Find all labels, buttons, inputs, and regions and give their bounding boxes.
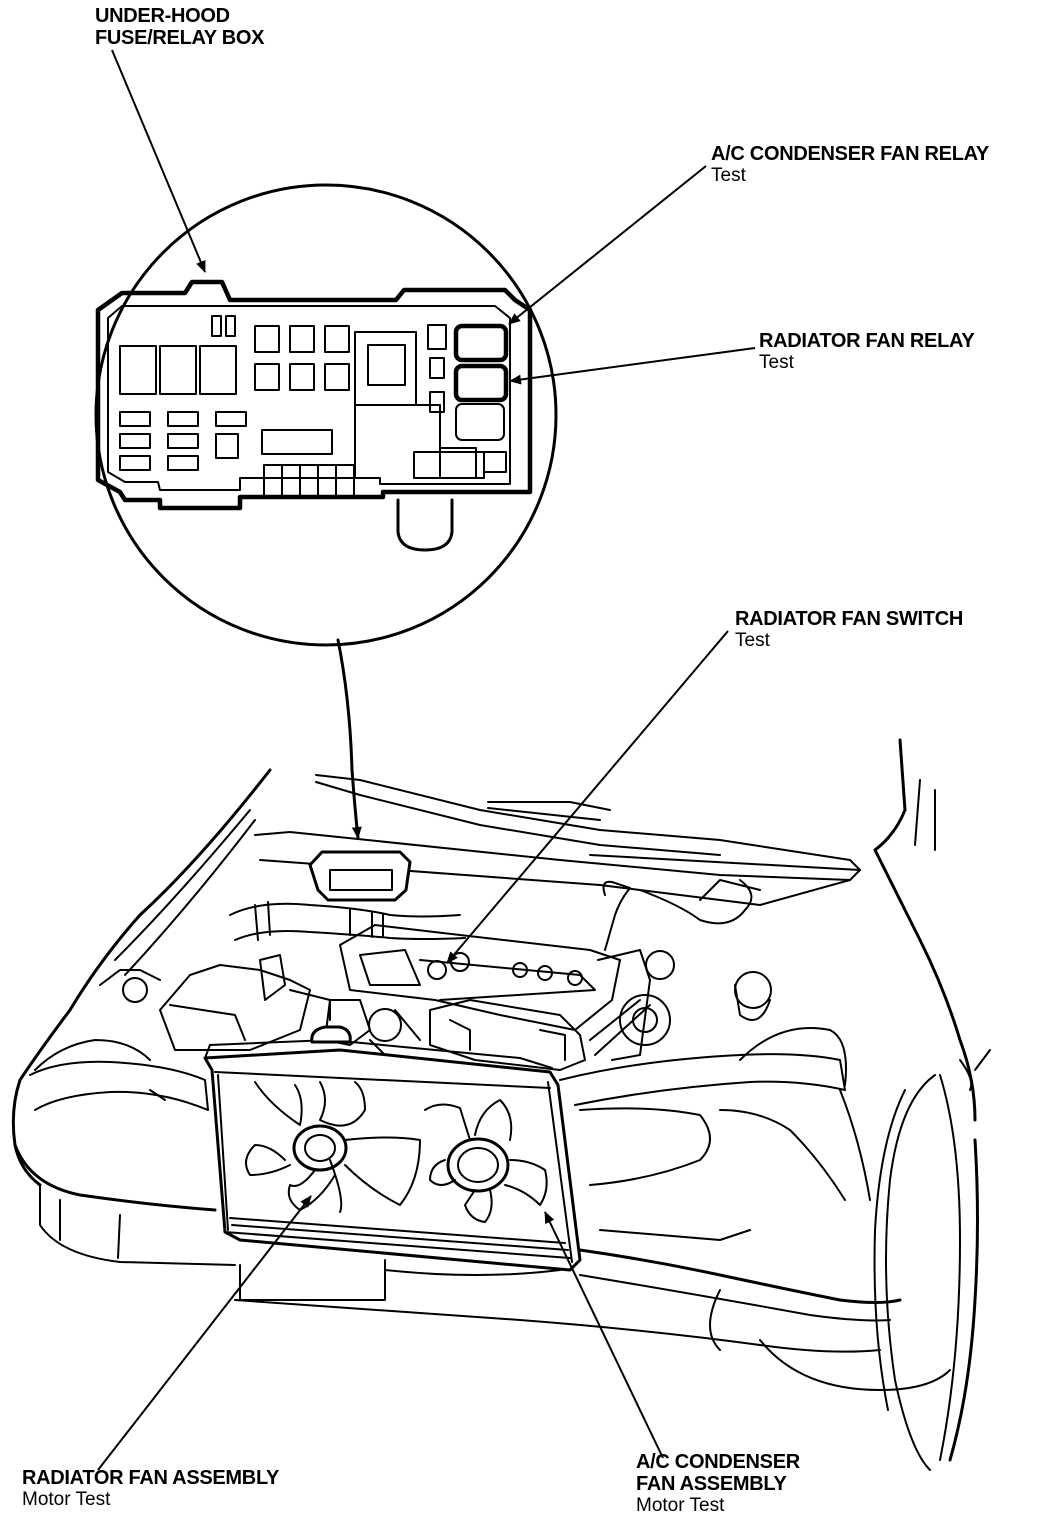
car-front-illustration bbox=[11, 738, 991, 1471]
label-subtitle: Test bbox=[735, 630, 770, 651]
label-subtitle: Motor Test bbox=[22, 1489, 111, 1510]
leader-rad-fan bbox=[97, 1195, 312, 1471]
connector-tab bbox=[396, 498, 454, 552]
label-line-2: FAN ASSEMBLY bbox=[636, 1473, 787, 1495]
fuse-box-outline bbox=[95, 279, 533, 511]
label-radiator-fan-assembly: RADIATOR FAN ASSEMBLY Motor Test bbox=[22, 1467, 279, 1511]
label-subtitle: Motor Test bbox=[636, 1495, 725, 1516]
label-title: A/C CONDENSER FAN RELAY bbox=[711, 143, 989, 165]
label-subtitle: Test bbox=[711, 165, 746, 186]
label-radiator-fan-switch: RADIATOR FAN SWITCH Test bbox=[735, 608, 963, 652]
leader-fuse-box bbox=[111, 49, 206, 273]
magnifier-pointer bbox=[336, 638, 362, 840]
fuse-relay-box-magnifier bbox=[94, 183, 558, 647]
radiator-fan bbox=[245, 1081, 421, 1213]
leader-lines bbox=[97, 49, 756, 1471]
ac-condenser-fan bbox=[424, 1099, 548, 1223]
label-radiator-fan-relay: RADIATOR FAN RELAY Test bbox=[759, 330, 975, 374]
label-subtitle: Test bbox=[759, 352, 794, 373]
label-line-1: UNDER-HOOD bbox=[95, 5, 230, 27]
leader-rad-switch bbox=[446, 630, 729, 964]
label-title: RADIATOR FAN ASSEMBLY bbox=[22, 1467, 280, 1489]
label-line-2: FUSE/RELAY BOX bbox=[95, 27, 265, 49]
label-line-1: A/C CONDENSER bbox=[636, 1451, 800, 1473]
label-ac-condenser-fan-assembly: A/C CONDENSER FAN ASSEMBLY Motor Test bbox=[636, 1451, 800, 1517]
ac-condenser-fan-relay bbox=[453, 323, 509, 363]
label-title: RADIATOR FAN RELAY bbox=[759, 330, 975, 352]
radiator-fan-relay bbox=[453, 363, 509, 403]
leader-ac-relay bbox=[508, 165, 707, 325]
label-ac-condenser-fan-relay: A/C CONDENSER FAN RELAY Test bbox=[711, 143, 989, 187]
leader-rad-relay bbox=[509, 347, 756, 385]
label-title: RADIATOR FAN SWITCH bbox=[735, 608, 963, 630]
label-under-hood-fuse-relay-box: UNDER-HOOD FUSE/RELAY BOX bbox=[95, 5, 264, 49]
magnifier-circle bbox=[94, 183, 558, 647]
leader-ac-fan bbox=[544, 1211, 664, 1459]
